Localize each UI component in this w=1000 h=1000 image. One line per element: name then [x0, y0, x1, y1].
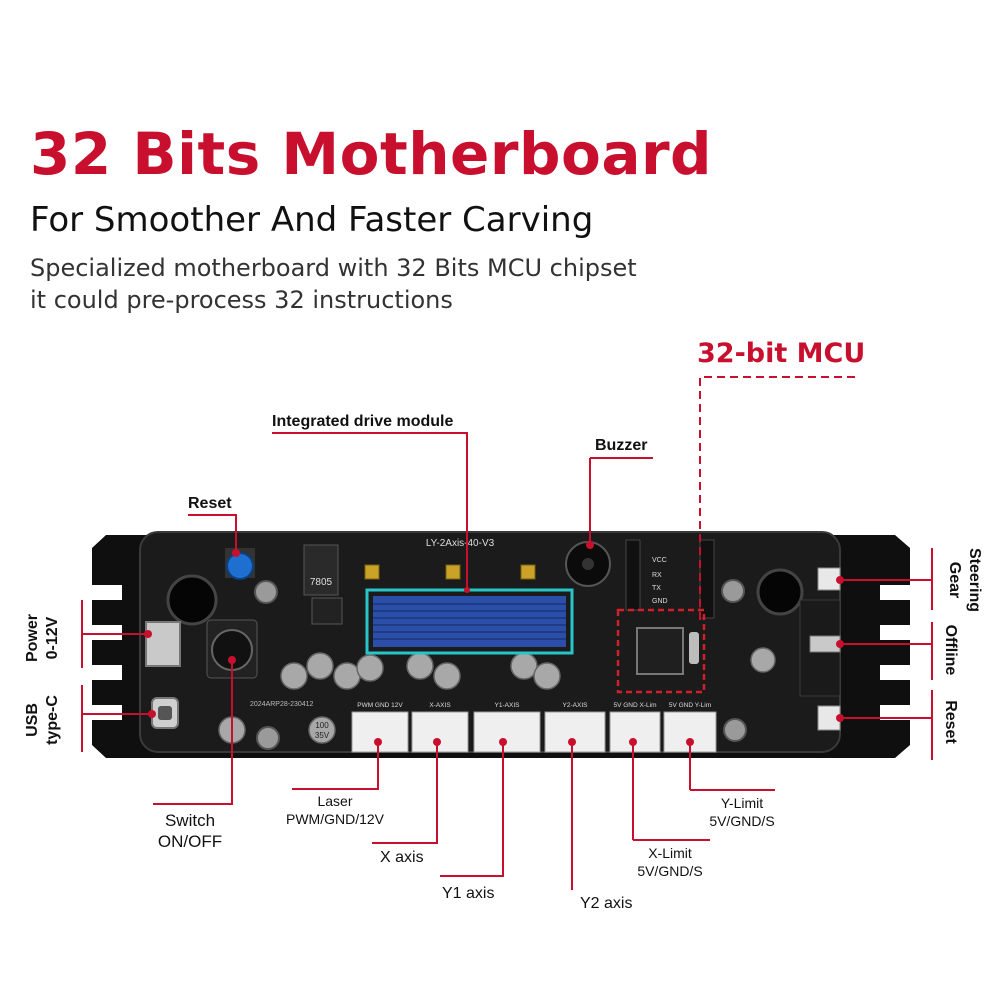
power-jack — [145, 621, 181, 667]
regulator-label: 7805 — [310, 577, 333, 588]
voltage-regulator — [303, 544, 339, 596]
steering-gear-label: Steering Gear — [946, 547, 983, 612]
callout-lines — [81, 376, 933, 890]
connector-silk: Y1-AXIS — [495, 702, 521, 709]
usb-c-slot — [158, 706, 172, 720]
potentiometers — [364, 564, 536, 580]
switch-label: Switch ON/OFF — [157, 811, 223, 852]
capacitor-label: 100 — [315, 721, 329, 730]
callout-dots — [144, 541, 844, 746]
reset-button — [226, 552, 254, 580]
mosfet — [311, 597, 343, 625]
pin-label: RX — [652, 572, 662, 579]
screw — [723, 718, 747, 742]
screw — [254, 580, 278, 604]
description-line-1: Specialized motherboard with 32 Bits MCU… — [30, 254, 637, 282]
screw — [256, 726, 280, 750]
capacitor-label: 35V — [315, 731, 330, 740]
description-line-2: it could pre-process 32 instructions — [30, 286, 453, 314]
connector-silk: 5V GND Y-Lim — [669, 702, 711, 709]
uart-header — [625, 539, 641, 611]
offline-label: Offline — [942, 624, 959, 676]
pin-label: TX — [652, 585, 661, 592]
integrated-drive-label: Integrated drive module — [272, 413, 454, 430]
pin-label: GND — [652, 598, 668, 605]
reset-right-label: Reset — [942, 700, 959, 744]
connector-silk: Y2-AXIS — [563, 702, 589, 709]
page-title: 32 Bits Motherboard — [30, 120, 713, 188]
power-label: Power 0-12V — [24, 614, 61, 663]
mcu-highlight — [616, 608, 706, 694]
y1-axis-label: Y1 axis — [442, 885, 495, 902]
mount-hole — [756, 568, 804, 616]
usb-label: USB type-C — [24, 695, 61, 745]
pin-label: VCC — [652, 557, 667, 564]
mount-hole — [166, 574, 218, 626]
reset-top-label: Reset — [188, 495, 232, 512]
board-serial-label: 2024ARP28-230412 — [250, 701, 314, 708]
page-subtitle: For Smoother And Faster Carving — [30, 200, 594, 240]
mcu-chip — [636, 627, 684, 675]
connector-silk: X-AXIS — [429, 702, 451, 709]
screw — [721, 579, 745, 603]
buzzer-center — [582, 558, 594, 570]
y-limit-label: Y-Limit 5V/GND/S — [709, 795, 775, 830]
board-model-label: LY-2Axis-40-V3 — [426, 538, 495, 549]
buzzer-label: Buzzer — [595, 437, 648, 454]
mcu-callout-label: 32-bit MCU — [697, 338, 866, 369]
laser-label: Laser PWM/GND/12V — [285, 793, 384, 828]
heatsink-fins — [373, 603, 566, 640]
y2-axis-label: Y2 axis — [580, 895, 633, 912]
x-limit-label: X-Limit 5V/GND/S — [637, 845, 703, 880]
crystal — [689, 632, 699, 664]
connector-silk: PWM GND 12V — [357, 702, 403, 709]
x-axis-label: X axis — [380, 849, 424, 866]
offline-connector — [809, 635, 841, 653]
connector-silk: 5V GND X-Lim — [614, 702, 657, 709]
i2c-header — [699, 539, 715, 619]
